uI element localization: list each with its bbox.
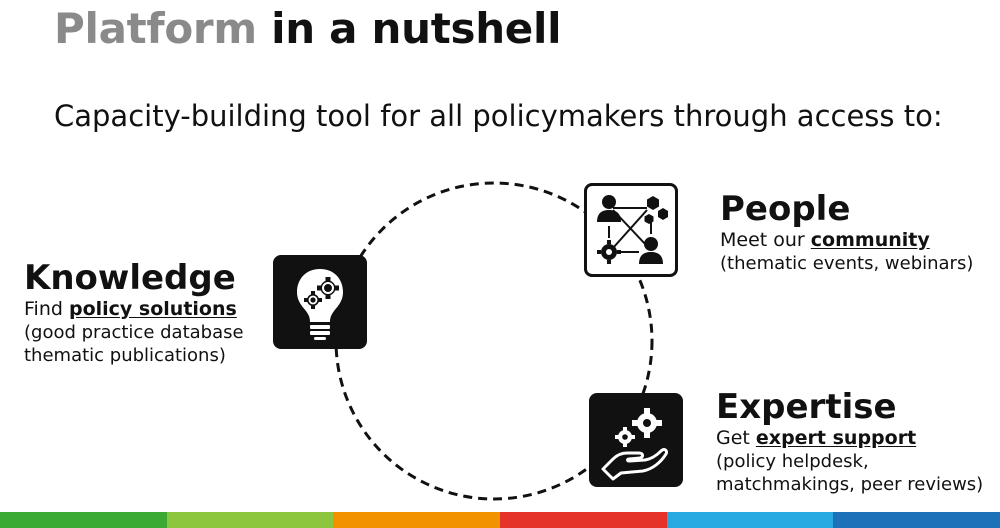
knowledge-line: Find policy solutions xyxy=(24,298,244,321)
footer-bar-segment xyxy=(0,512,167,528)
policy-solutions-link[interactable]: policy solutions xyxy=(68,298,237,320)
knowledge-detail-2: thematic publications) xyxy=(24,345,226,366)
footer-bar-segment xyxy=(166,512,334,528)
expertise-heading: Expertise xyxy=(716,387,897,427)
knowledge-detail-1: (good practice database xyxy=(24,322,244,343)
people-detail-1: (thematic events, webinars) xyxy=(720,253,974,274)
people-heading: People xyxy=(720,189,851,229)
people-line: Meet our community xyxy=(720,229,973,252)
footer-color-bar xyxy=(0,512,1000,528)
knowledge-heading: Knowledge xyxy=(24,258,236,298)
expertise-detail-1: (policy helpdesk, xyxy=(716,451,869,472)
footer-bar-segment xyxy=(833,512,1000,528)
expertise-line: Get expert support xyxy=(716,427,983,450)
title-rest: in a nutshell xyxy=(271,4,562,53)
hand-gears-icon xyxy=(589,393,683,487)
people-prefix: Meet our xyxy=(720,229,805,251)
page-title: Platform in a nutshell xyxy=(54,4,561,54)
footer-bar-segment xyxy=(666,512,834,528)
knowledge-block: Knowledge Find policy solutions (good pr… xyxy=(24,258,244,367)
subtitle: Capacity-building tool for all policymak… xyxy=(54,99,943,133)
title-accent: Platform xyxy=(54,4,257,53)
people-block: People Meet our community (thematic even… xyxy=(720,189,973,275)
expertise-block: Expertise Get expert support (policy hel… xyxy=(716,387,983,496)
lightbulb-gears-icon xyxy=(273,255,367,349)
expertise-detail-2: matchmakings, peer reviews) xyxy=(716,474,984,495)
footer-bar-segment xyxy=(500,512,667,528)
community-link[interactable]: community xyxy=(810,229,930,251)
footer-bar-segment xyxy=(333,512,501,528)
expertise-prefix: Get xyxy=(716,427,750,449)
network-people-icon xyxy=(584,183,678,277)
expert-support-link[interactable]: expert support xyxy=(755,427,917,449)
knowledge-prefix: Find xyxy=(24,298,63,320)
